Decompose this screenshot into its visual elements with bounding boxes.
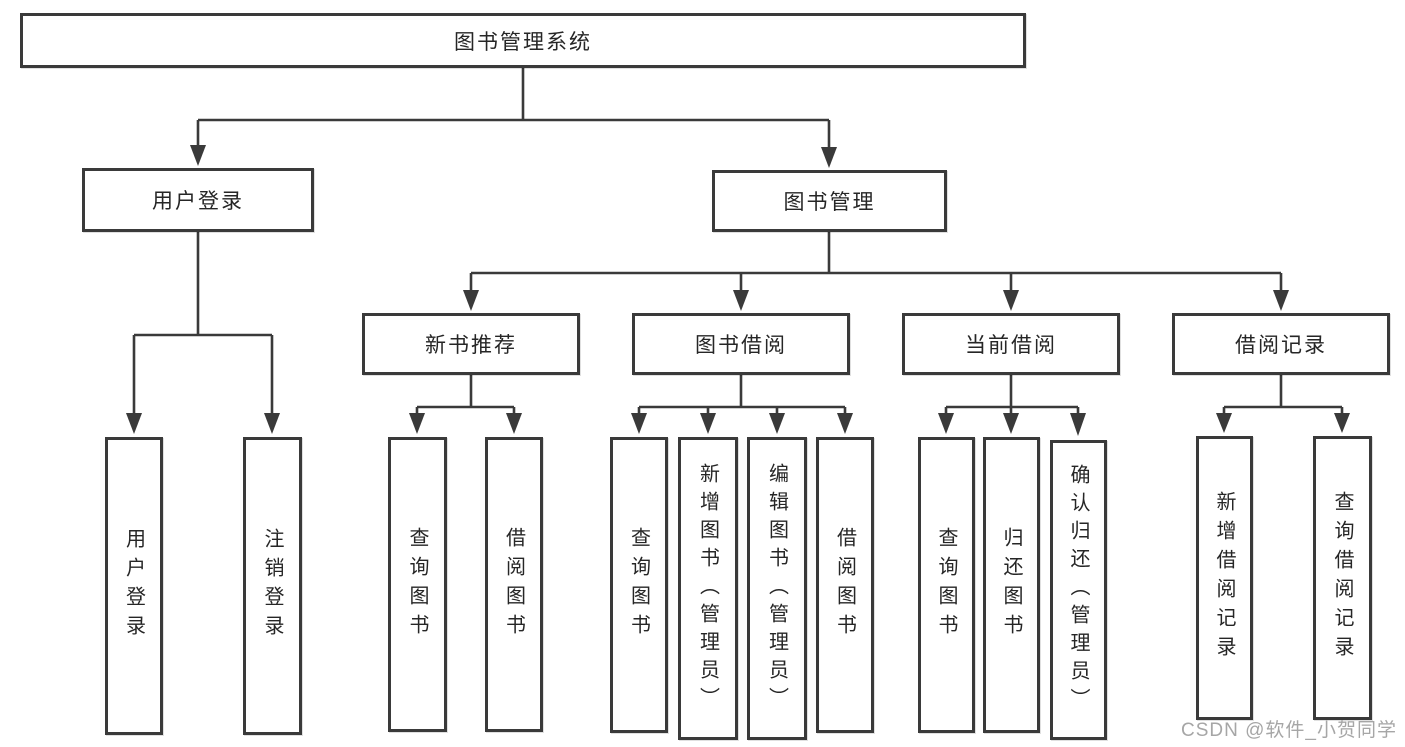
leaf-add-books-admin: 新增图书（管理员）	[678, 437, 738, 740]
leaf-query-borrow-record: 查询借阅记录	[1313, 436, 1372, 720]
node-current-borrowing: 当前借阅	[902, 313, 1120, 375]
leaf-query-books-current: 查询图书	[918, 437, 975, 733]
leaf-confirm-return-admin: 确认归还（管理员）	[1050, 440, 1107, 740]
node-borrowing-records: 借阅记录	[1172, 313, 1390, 375]
leaf-user-login: 用户登录	[105, 437, 163, 735]
node-user-login: 用户登录	[82, 168, 314, 232]
leaf-logout: 注销登录	[243, 437, 302, 735]
node-new-book-recommendation: 新书推荐	[362, 313, 580, 375]
leaf-edit-books-admin: 编辑图书（管理员）	[747, 437, 807, 740]
leaf-add-borrow-record: 新增借阅记录	[1196, 436, 1253, 720]
leaf-borrow-books-recommend: 借阅图书	[485, 437, 543, 732]
leaf-borrow-books: 借阅图书	[816, 437, 874, 733]
leaf-return-books: 归还图书	[983, 437, 1040, 733]
node-library-system: 图书管理系统	[20, 13, 1026, 68]
leaf-query-books-recommend: 查询图书	[388, 437, 447, 732]
arrowhead-icons	[126, 145, 1350, 436]
csdn-watermark: CSDN @软件_小贺同学	[1181, 720, 1397, 741]
node-book-management: 图书管理	[712, 170, 947, 232]
node-book-borrowing: 图书借阅	[632, 313, 850, 375]
leaf-query-books-borrow: 查询图书	[610, 437, 668, 733]
